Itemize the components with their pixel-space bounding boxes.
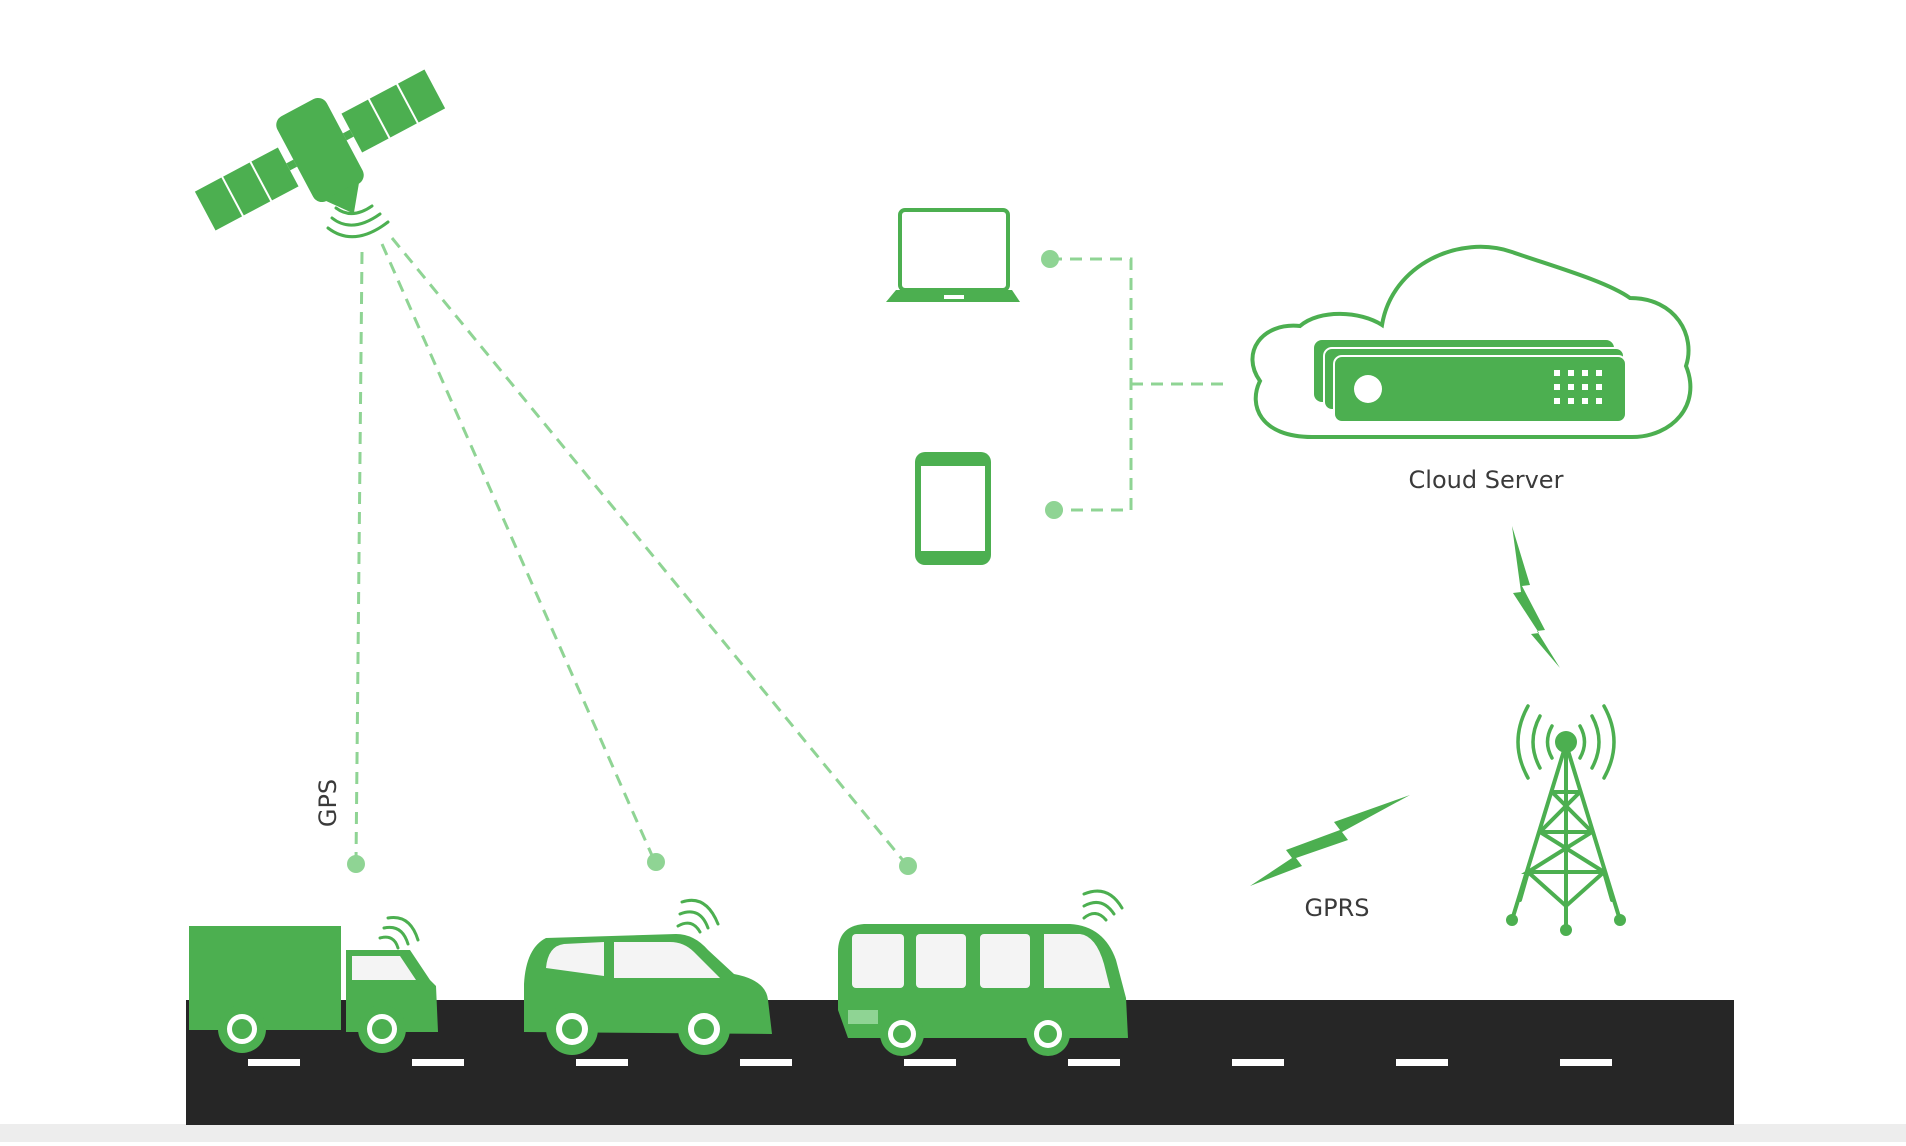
gps-beam-car — [380, 243, 656, 861]
tablet-icon — [915, 452, 991, 565]
gprs-label: GPRS — [1305, 894, 1370, 922]
truck-signal-waves-icon — [378, 915, 420, 950]
cell-tower-icon — [1506, 731, 1626, 936]
gps-beam-bus — [390, 237, 908, 865]
laptop-icon — [886, 208, 1020, 302]
bus-signal-waves-icon — [1082, 889, 1124, 922]
tower-signal-waves-icon — [1516, 704, 1616, 780]
gps-label: GPS — [314, 779, 342, 827]
lightning-icon-cloud-tower — [1512, 526, 1560, 668]
device-connector — [1050, 257, 1226, 512]
lightning-icon-gprs — [1250, 795, 1410, 886]
cloud-server-label: Cloud Server — [1409, 466, 1564, 494]
car-signal-waves-icon — [676, 898, 720, 934]
server-icon — [1314, 340, 1627, 423]
satellite-icon — [194, 69, 446, 231]
bus-icon — [838, 924, 1128, 1056]
road-markings — [248, 1059, 1612, 1066]
car-icon — [524, 934, 772, 1055]
gps-beam-truck — [354, 251, 364, 863]
satellite-signal-waves-icon — [326, 187, 390, 239]
gps-beams — [354, 237, 908, 865]
truck-icon — [189, 926, 438, 1053]
device-connector-endpoints — [1041, 250, 1063, 519]
gps-beam-endpoints — [347, 853, 917, 875]
bottom-bar — [0, 1124, 1906, 1142]
